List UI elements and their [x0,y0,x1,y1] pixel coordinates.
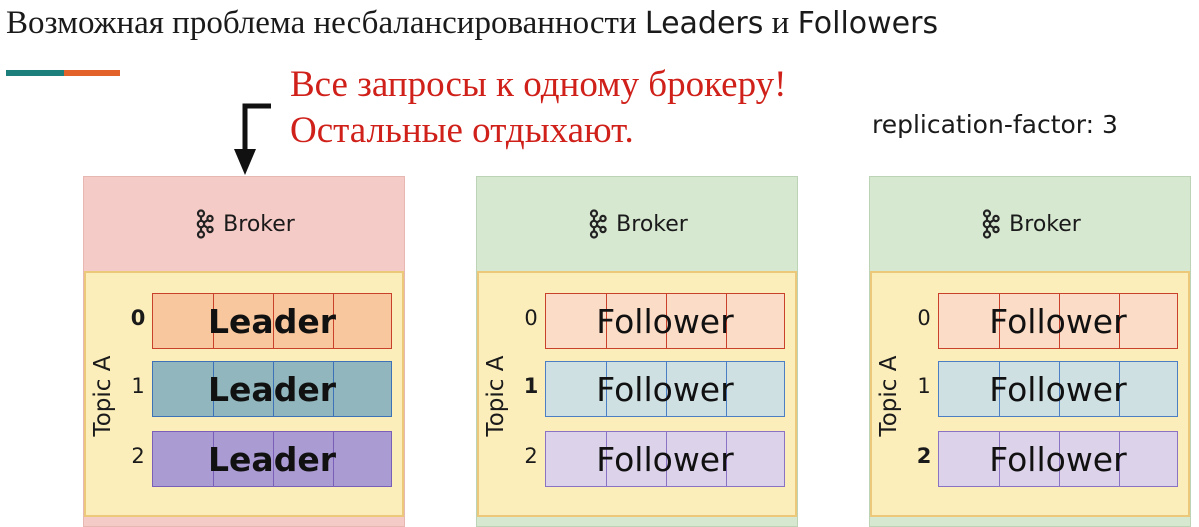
partition-index: 2 [524,444,538,468]
partition-bar: Follower [938,293,1178,349]
partition-role: Follower [596,439,734,479]
broker-header: Broker [477,177,797,271]
topic-label: Topic A [483,355,509,437]
arrow-down-icon [234,103,271,175]
broker-card-2: Broker Topic A 0 Follower 1 Follower 2 F… [476,176,798,527]
partition-bar: Follower [938,361,1178,417]
partition-role: Follower [596,301,734,341]
broker-label: Broker [223,211,295,237]
replication-factor-label: replication-factor: 3 [872,110,1118,139]
broker-header: Broker [870,177,1190,271]
partition-bar: Leader [152,361,392,417]
partition-index: 0 [524,306,538,330]
topic-label: Topic A [876,355,902,437]
broker-card-1: Broker Topic A 0 Leader 1 Leader 2 Leade… [83,176,405,527]
kafka-icon [982,209,1000,239]
partition-index: 2 [916,444,932,468]
partition-role: Leader [208,301,336,341]
partition-index: 0 [130,306,146,330]
partition-index: 2 [131,444,145,468]
partition-index: 1 [523,374,539,398]
kafka-icon [589,209,607,239]
partition-role: Leader [208,439,336,479]
partition-index: 0 [917,306,931,330]
topic-box: Topic A 0 Follower 1 Follower 2 Follower [870,271,1190,517]
partition-index: 1 [131,374,145,398]
broker-header: Broker [84,177,404,271]
partition-role: Follower [989,301,1127,341]
topic-box: Topic A 0 Leader 1 Leader 2 Leader [84,271,404,517]
slide-title: Возможная проблема несбалансированности … [6,2,938,42]
kafka-icon [196,209,214,239]
partition-role: Follower [989,369,1127,409]
partition-bar: Follower [545,293,785,349]
title-followers: Followers [797,6,939,41]
accent-bar-orange [64,70,120,76]
annotation-line-1: Все запросы к одному брокеру! [290,64,787,105]
accent-bar-teal [6,70,64,76]
title-leaders: Leaders [644,6,764,41]
partition-bar: Follower [545,431,785,487]
partition-role: Leader [208,369,336,409]
partition-bar: Leader [152,431,392,487]
partition-bar: Follower [938,431,1178,487]
partition-role: Follower [596,369,734,409]
title-text: Возможная проблема несбалансированности [6,5,645,41]
topic-label: Topic A [90,355,116,437]
broker-label: Broker [1009,211,1081,237]
broker-card-3: Broker Topic A 0 Follower 1 Follower 2 F… [869,176,1191,527]
partition-role: Follower [989,439,1127,479]
partition-index: 1 [917,374,931,398]
annotation-note: Все запросы к одному брокеру! Остальные … [290,62,786,154]
broker-label: Broker [616,211,688,237]
topic-box: Topic A 0 Follower 1 Follower 2 Follower [477,271,797,517]
partition-bar: Follower [545,361,785,417]
partition-bar: Leader [152,293,392,349]
annotation-line-2: Остальные отдыхают. [290,110,634,151]
title-and: и [763,5,798,41]
